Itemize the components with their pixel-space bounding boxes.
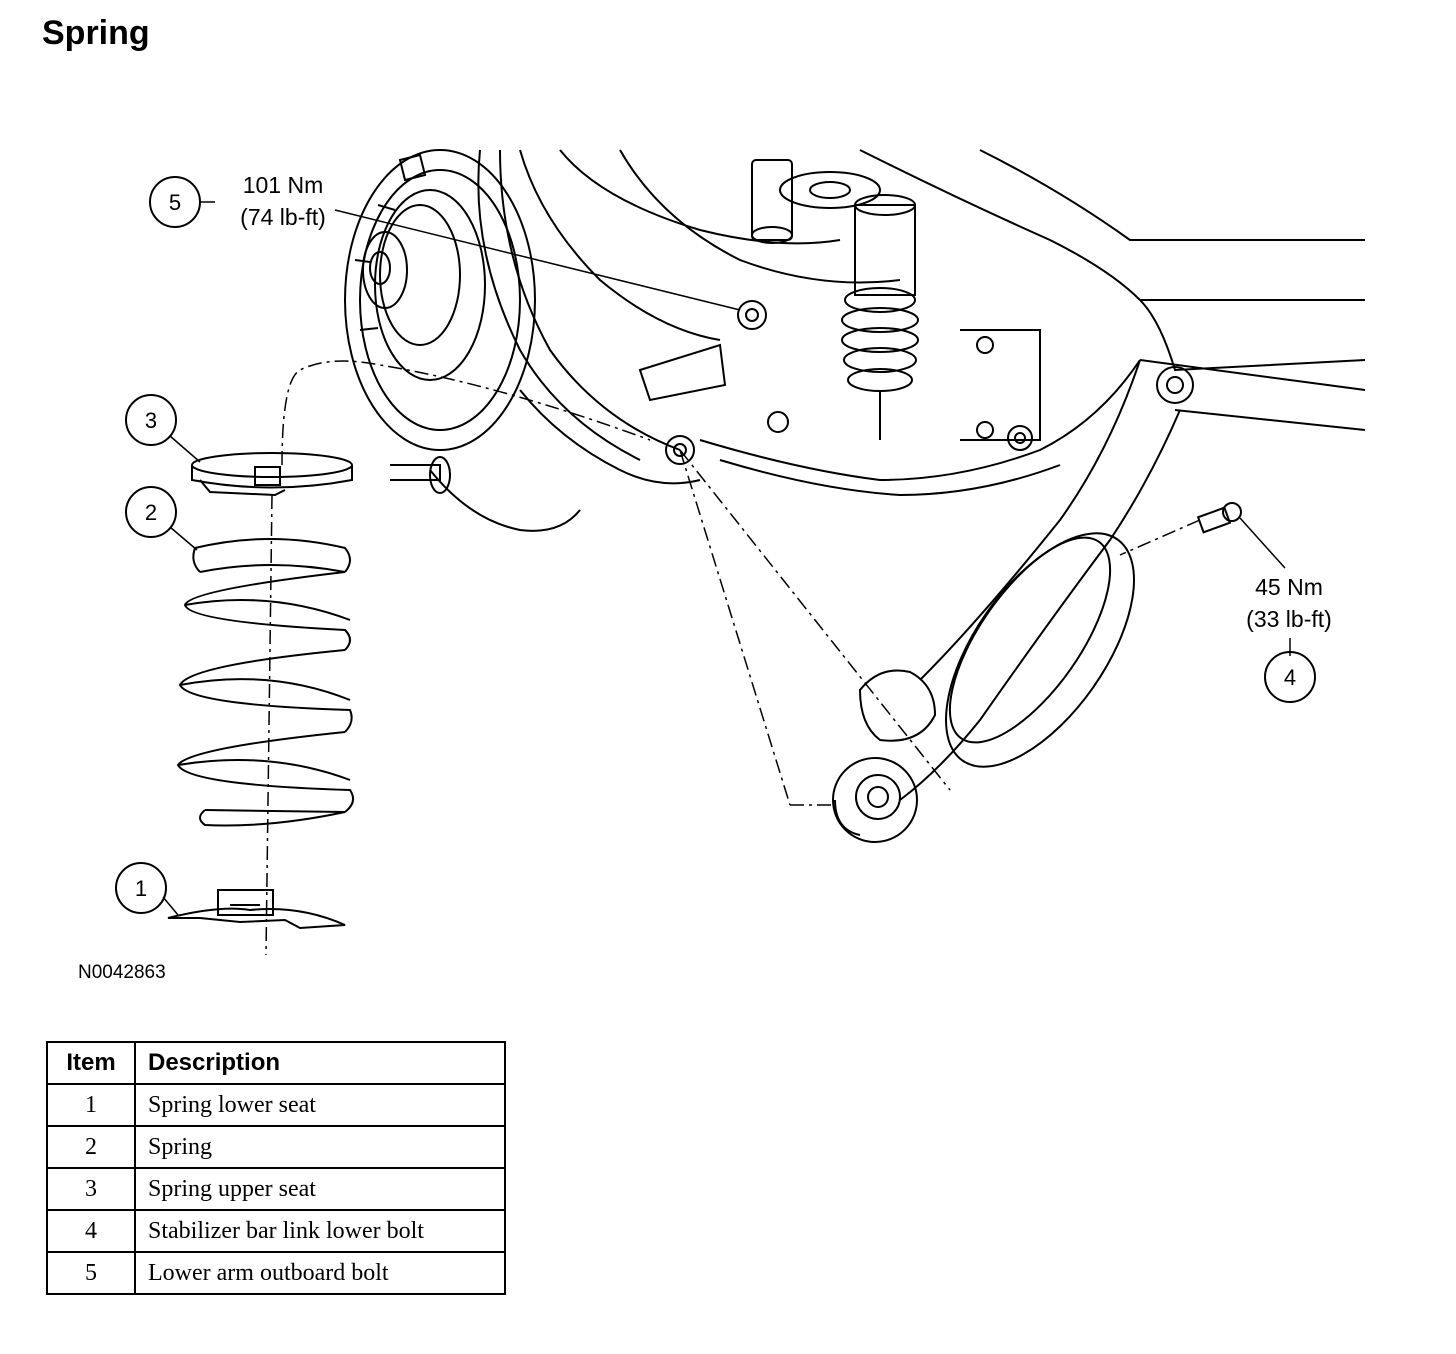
page-title: Spring — [42, 14, 150, 52]
callout-circle-4 — [1264, 651, 1316, 703]
torque-4-nm: 45 Nm — [1255, 574, 1323, 600]
callout-number-5: 5 — [169, 190, 181, 215]
row-description: Spring upper seat — [134, 1167, 506, 1211]
torque-5-nm: 101 Nm — [243, 172, 324, 198]
lower-arm-drawing — [832, 359, 1181, 843]
row-item: 2 — [46, 1125, 136, 1169]
table-row: 5 Lower arm outboard bolt — [46, 1251, 506, 1295]
centerlines — [265, 360, 1201, 956]
row-item: 4 — [46, 1209, 136, 1253]
row-item: 1 — [46, 1083, 136, 1127]
callout-number-2: 2 — [145, 500, 157, 525]
leader-lines — [162, 201, 1291, 916]
shock-absorber-drawing — [751, 159, 919, 440]
row-description: Spring lower seat — [134, 1083, 506, 1127]
callout-number-3: 3 — [145, 408, 157, 433]
callout-circle-1 — [115, 862, 167, 914]
subframe-drawing — [699, 149, 1366, 497]
row-description: Spring — [134, 1125, 506, 1169]
row-description: Lower arm outboard bolt — [134, 1251, 506, 1295]
coil-spring-drawing — [176, 538, 355, 827]
torque-5-lbft: (74 lb-ft) — [240, 204, 326, 230]
spring-upper-seat-drawing — [191, 452, 353, 497]
callout-circle-2 — [125, 486, 177, 538]
table-row: 2 Spring — [46, 1125, 506, 1169]
header-item: Item — [46, 1041, 136, 1085]
table-row: 1 Spring lower seat — [46, 1083, 506, 1127]
suspension-diagram: 5 3 2 1 4 101 Nm (74 lb-ft) 45 Nm (33 lb… — [115, 149, 1366, 956]
brake-rotor-drawing — [344, 149, 581, 532]
row-item: 3 — [46, 1167, 136, 1211]
table-header-row: Item Description — [46, 1041, 506, 1085]
stabilizer-link-bolt-drawing — [1196, 502, 1242, 534]
table-row: 3 Spring upper seat — [46, 1167, 506, 1211]
callout-circle-5 — [149, 176, 201, 228]
callout-number-1: 1 — [135, 876, 147, 901]
torque-4-lbft: (33 lb-ft) — [1246, 606, 1332, 632]
table-row: 4 Stabilizer bar link lower bolt — [46, 1209, 506, 1253]
callout-number-4: 4 — [1284, 665, 1296, 690]
knuckle-drawing — [390, 149, 901, 494]
header-description: Description — [134, 1041, 506, 1085]
parts-table: Item Description 1 Spring lower seat 2 S… — [46, 1041, 506, 1295]
row-description: Stabilizer bar link lower bolt — [134, 1209, 506, 1253]
figure-id: N0042863 — [78, 962, 166, 983]
callout-circle-3 — [125, 394, 177, 446]
row-item: 5 — [46, 1251, 136, 1295]
spring-lower-seat-drawing — [167, 889, 346, 930]
